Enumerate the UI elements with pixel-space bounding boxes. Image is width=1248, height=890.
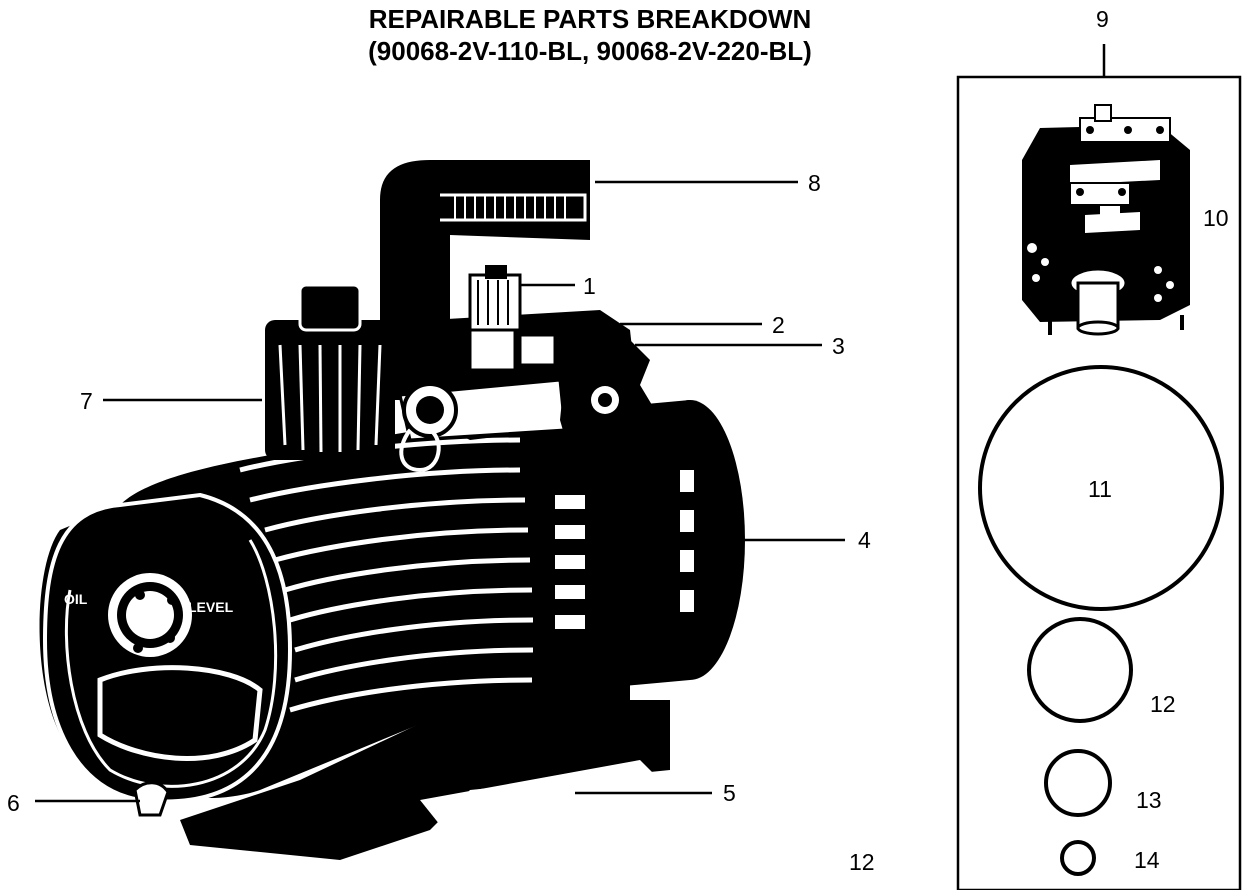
- svg-text:LEVEL: LEVEL: [188, 599, 234, 615]
- kit-label-9: 9: [1096, 6, 1109, 32]
- o-ring-small: [1044, 749, 1112, 817]
- callout-6: 6: [7, 790, 20, 816]
- callout-2: 2: [772, 312, 785, 338]
- callout-5: 5: [723, 780, 736, 806]
- repair-kit-box: [956, 44, 1242, 890]
- leader-lines: [35, 180, 845, 803]
- callout-4: 4: [858, 527, 871, 553]
- part-label-14: 14: [1134, 847, 1160, 873]
- pump-cartridge: [1022, 104, 1190, 336]
- callout-1: 1: [583, 273, 596, 299]
- part-label-12: 12: [1150, 691, 1176, 717]
- part-label-11: 11: [1088, 476, 1112, 502]
- part-label-13: 13: [1136, 787, 1162, 813]
- o-ring-tiny: [1060, 840, 1096, 876]
- page-title: REPAIRABLE PARTS BREAKDOWN (90068-2V-110…: [240, 3, 940, 67]
- callout-7: 7: [80, 388, 93, 414]
- o-ring-large: [978, 365, 1224, 611]
- title-line-1: REPAIRABLE PARTS BREAKDOWN: [368, 4, 812, 34]
- page-number: 12: [849, 849, 875, 875]
- vacuum-pump-illustration: OIL LEVEL: [39, 160, 745, 860]
- part-label-10: 10: [1203, 205, 1229, 231]
- title-line-2: (90068-2V-110-BL, 90068-2V-220-BL): [368, 36, 812, 66]
- callout-3: 3: [832, 333, 845, 359]
- o-ring-medium: [1027, 617, 1133, 723]
- svg-text:OIL: OIL: [64, 591, 88, 607]
- callout-8: 8: [808, 170, 821, 196]
